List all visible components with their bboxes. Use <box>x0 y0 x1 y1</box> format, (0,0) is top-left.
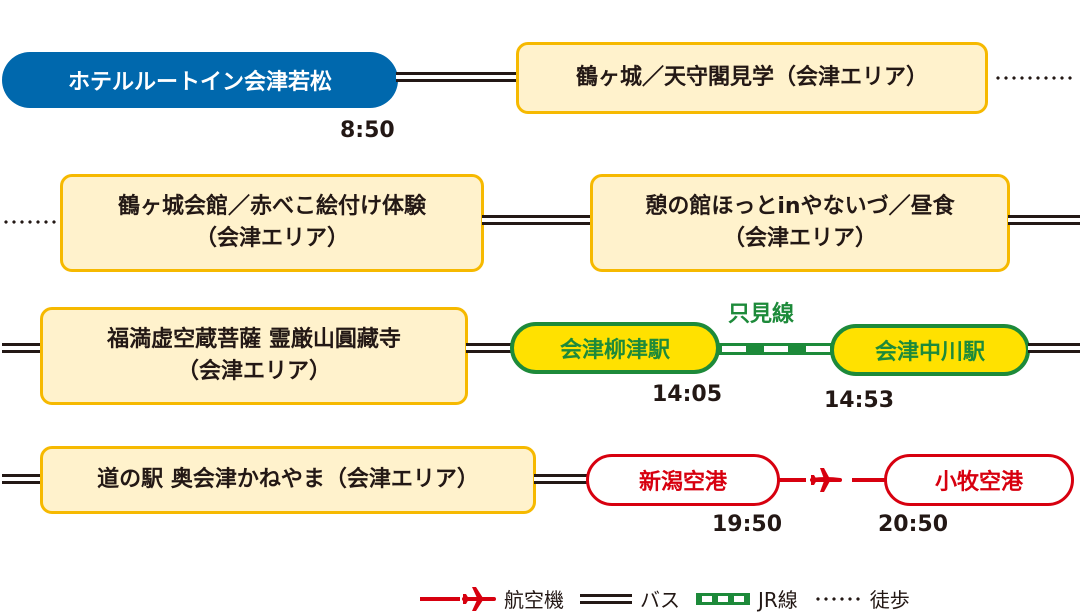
spot-label: 道の駅 奥会津かねやま（会津エリア） <box>97 467 479 492</box>
spot-label-line2: （会津エリア） <box>194 226 349 251</box>
spot-label-line1: 憩の館ほっとinやないづ／昼食 <box>645 194 955 219</box>
spot-tsurugajo-tenshukaku: 鶴ヶ城／天守閣見学（会津エリア） <box>516 42 988 114</box>
airport-niigata: 新潟空港 <box>586 454 780 506</box>
arrival-time: 14:53 <box>824 388 895 413</box>
walk-legend-icon <box>813 596 862 601</box>
spot-michinoeki-kaneyama: 道の駅 奥会津かねやま（会津エリア） <box>40 446 536 514</box>
jr-line-name: 只見線 <box>728 302 795 327</box>
station-label: 会津中川駅 <box>874 340 985 365</box>
airplane-legend-icon <box>420 586 496 611</box>
departure-time: 19:50 <box>712 512 783 537</box>
legend-label: 航空機 <box>504 588 564 612</box>
legend: 航空機 バス JR線 徒歩 <box>420 584 926 613</box>
jr-route <box>718 343 832 355</box>
airport-label: 小牧空港 <box>934 470 1023 495</box>
spot-tsurugajo-kaikan: 鶴ヶ城会館／赤べこ絵付け体験 （会津エリア） <box>60 174 484 272</box>
bus-route <box>1008 215 1080 225</box>
station-label: 会津柳津駅 <box>559 338 670 363</box>
air-route <box>852 478 888 482</box>
legend-bus: バス <box>580 584 680 613</box>
spot-label: 鶴ヶ城／天守閣見学（会津エリア） <box>575 65 928 90</box>
station-aizu-yanaizu: 会津柳津駅 <box>510 322 720 374</box>
bus-route <box>1028 343 1080 353</box>
walk-route <box>994 76 1074 80</box>
bus-route <box>466 343 514 353</box>
legend-walk: 徒歩 <box>813 584 910 613</box>
airplane-icon <box>810 468 842 492</box>
bus-route <box>396 72 520 82</box>
spot-enzoji: 福満虚空蔵菩薩 霊厳山圓藏寺 （会津エリア） <box>40 307 468 405</box>
spot-label-line1: 福満虚空蔵菩薩 霊厳山圓藏寺 <box>107 327 401 352</box>
legend-label: バス <box>640 588 680 612</box>
arrival-time: 20:50 <box>878 512 949 537</box>
hotel-label: ホテルルートイン会津若松 <box>67 70 332 95</box>
station-aizu-nakagawa: 会津中川駅 <box>830 324 1030 376</box>
jr-legend-icon <box>696 592 750 605</box>
legend-jr: JR線 <box>696 584 798 613</box>
bus-route <box>482 215 594 225</box>
airport-label: 新潟空港 <box>638 470 727 495</box>
spot-label-line1: 鶴ヶ城会館／赤べこ絵付け体験 <box>117 194 426 219</box>
walk-route <box>2 220 60 224</box>
airport-komaki: 小牧空港 <box>884 454 1074 506</box>
bus-route <box>2 474 44 484</box>
departure-time: 8:50 <box>340 118 395 143</box>
bus-legend-icon <box>580 593 632 604</box>
air-route <box>778 478 806 482</box>
departure-time: 14:05 <box>652 382 723 407</box>
bus-route <box>2 343 44 353</box>
legend-label: JR線 <box>758 588 798 612</box>
spot-label-line2: （会津エリア） <box>176 359 331 384</box>
bus-route <box>534 474 590 484</box>
hotel-start-node: ホテルルートイン会津若松 <box>2 52 398 108</box>
legend-label: 徒歩 <box>869 588 910 612</box>
spot-label-line2: （会津エリア） <box>722 226 877 251</box>
spot-ikoinoyakata: 憩の館ほっとinやないづ／昼食 （会津エリア） <box>590 174 1010 272</box>
legend-airplane: 航空機 <box>420 584 564 613</box>
